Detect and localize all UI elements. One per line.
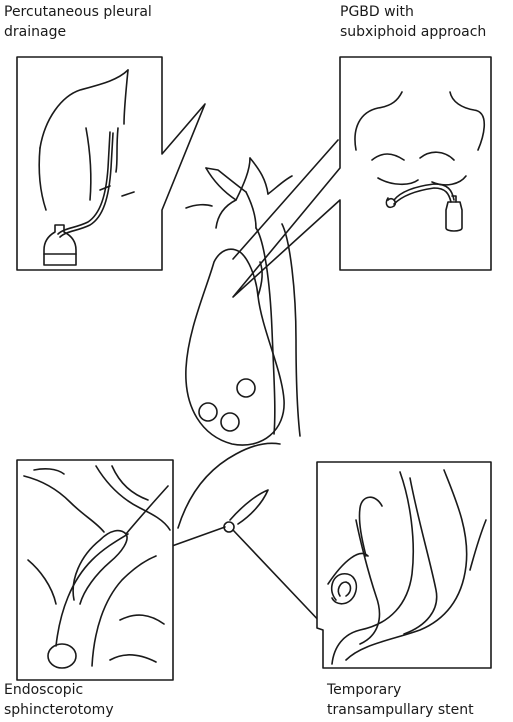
bile-duct-branches	[206, 168, 236, 228]
duodenum-wall	[178, 443, 280, 528]
bile-duct-branches	[268, 176, 292, 194]
gallstone	[237, 379, 255, 397]
pointer-line	[172, 527, 225, 546]
gallstone	[221, 413, 239, 431]
bile-duct-branches	[186, 205, 212, 208]
inset-frame	[17, 460, 173, 680]
bile-duct-branches	[250, 158, 268, 194]
inset-endoscopic-sphincterotomy	[17, 460, 173, 680]
bile-duct-branches	[236, 158, 250, 200]
inset-transampullary-stent	[317, 462, 491, 668]
inset-pleural-drainage	[17, 57, 205, 270]
inset-frame	[233, 57, 491, 297]
gallstone	[199, 403, 217, 421]
pointer-line	[233, 530, 323, 625]
bile-duct-branches	[206, 168, 246, 192]
papilla-fold	[230, 490, 268, 524]
bile-duct-branches	[246, 192, 256, 228]
inset-pgbd	[233, 57, 491, 297]
